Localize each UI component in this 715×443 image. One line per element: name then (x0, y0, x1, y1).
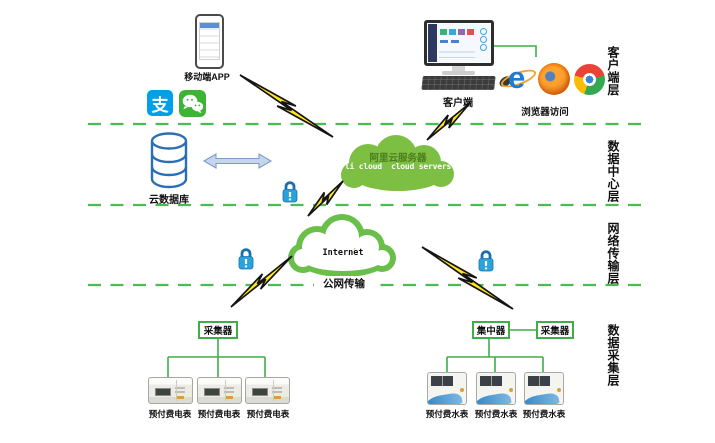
electric-meter-icon (245, 377, 290, 404)
monitor-base (442, 71, 475, 75)
lock-icon (238, 248, 254, 270)
internet-cloud-shape (288, 214, 396, 277)
lightning-bolt-icon (426, 102, 471, 141)
keyboard-icon (421, 76, 496, 90)
ali-cloud-shape (341, 135, 454, 191)
layer-label-client: 客户端层 (606, 46, 620, 96)
layer-label-data-center: 数据中心层 (606, 140, 620, 203)
lightning-bolt-icon (239, 74, 334, 138)
lock-icon (282, 181, 298, 203)
monitor-stand (452, 66, 465, 72)
lightning-bolt-icon (421, 246, 514, 310)
mobile-phone-icon (195, 14, 224, 69)
concentrator-box: 集中器 (472, 321, 510, 339)
database-icon (150, 132, 188, 189)
desktop-client-label: 客户端 (443, 98, 473, 109)
electric-meter-icon (148, 377, 193, 404)
collector-right-box: 采集器 (536, 321, 574, 339)
alipay-glyph: 支 (151, 95, 169, 115)
alipay-icon: 支 (147, 90, 173, 116)
water-meter-tree-lines (446, 329, 544, 373)
cloud-database-label: 云数据库 (149, 195, 189, 206)
water-meter-label: 预付费水表 (425, 409, 469, 419)
layer-label-network: 网络传输层 (606, 222, 620, 285)
mobile-app-label: 移动端APP (184, 72, 230, 82)
chrome-browser-icon (574, 64, 605, 95)
water-meter-icon (476, 372, 516, 405)
electric-meter-icon (197, 377, 242, 404)
electric-meter-label: 预付费电表 (246, 409, 290, 419)
electric-meter-label: 预付费电表 (197, 409, 241, 419)
lightning-bolt-icon (230, 255, 293, 308)
public-transmission-label: 公网传输 (314, 276, 374, 291)
computer-screen (428, 24, 490, 62)
desktop-computer-icon (424, 20, 494, 66)
firefox-browser-icon (538, 63, 570, 95)
water-meter-icon (427, 372, 467, 405)
layer-label-collection: 数据采集层 (606, 324, 620, 387)
ie-browser-icon: e (498, 60, 539, 96)
wechat-icon (179, 90, 206, 117)
water-meter-label: 预付费水表 (522, 409, 566, 419)
collector-left-box: 采集器 (198, 321, 238, 339)
lightning-bolts (230, 74, 514, 310)
water-meter-icon (524, 372, 564, 405)
browser-bracket-line (492, 45, 537, 57)
water-meter-label: 预付费水表 (474, 409, 518, 419)
internet-label: Internet (322, 248, 364, 258)
browser-access-label: 浏览器访问 (521, 107, 569, 118)
electric-meter-tree-lines (167, 339, 266, 377)
ie-letter: e (508, 60, 526, 95)
lock-icon (478, 250, 494, 272)
double-arrow (202, 153, 273, 169)
electric-meter-label: 预付费电表 (148, 409, 192, 419)
phone-screen (199, 22, 220, 60)
lightning-bolt-icon (307, 180, 344, 217)
ali-cloud-title: 阿里云服务器 (369, 153, 427, 164)
ali-cloud-subtitle: li cloud cloud servers (344, 162, 452, 171)
